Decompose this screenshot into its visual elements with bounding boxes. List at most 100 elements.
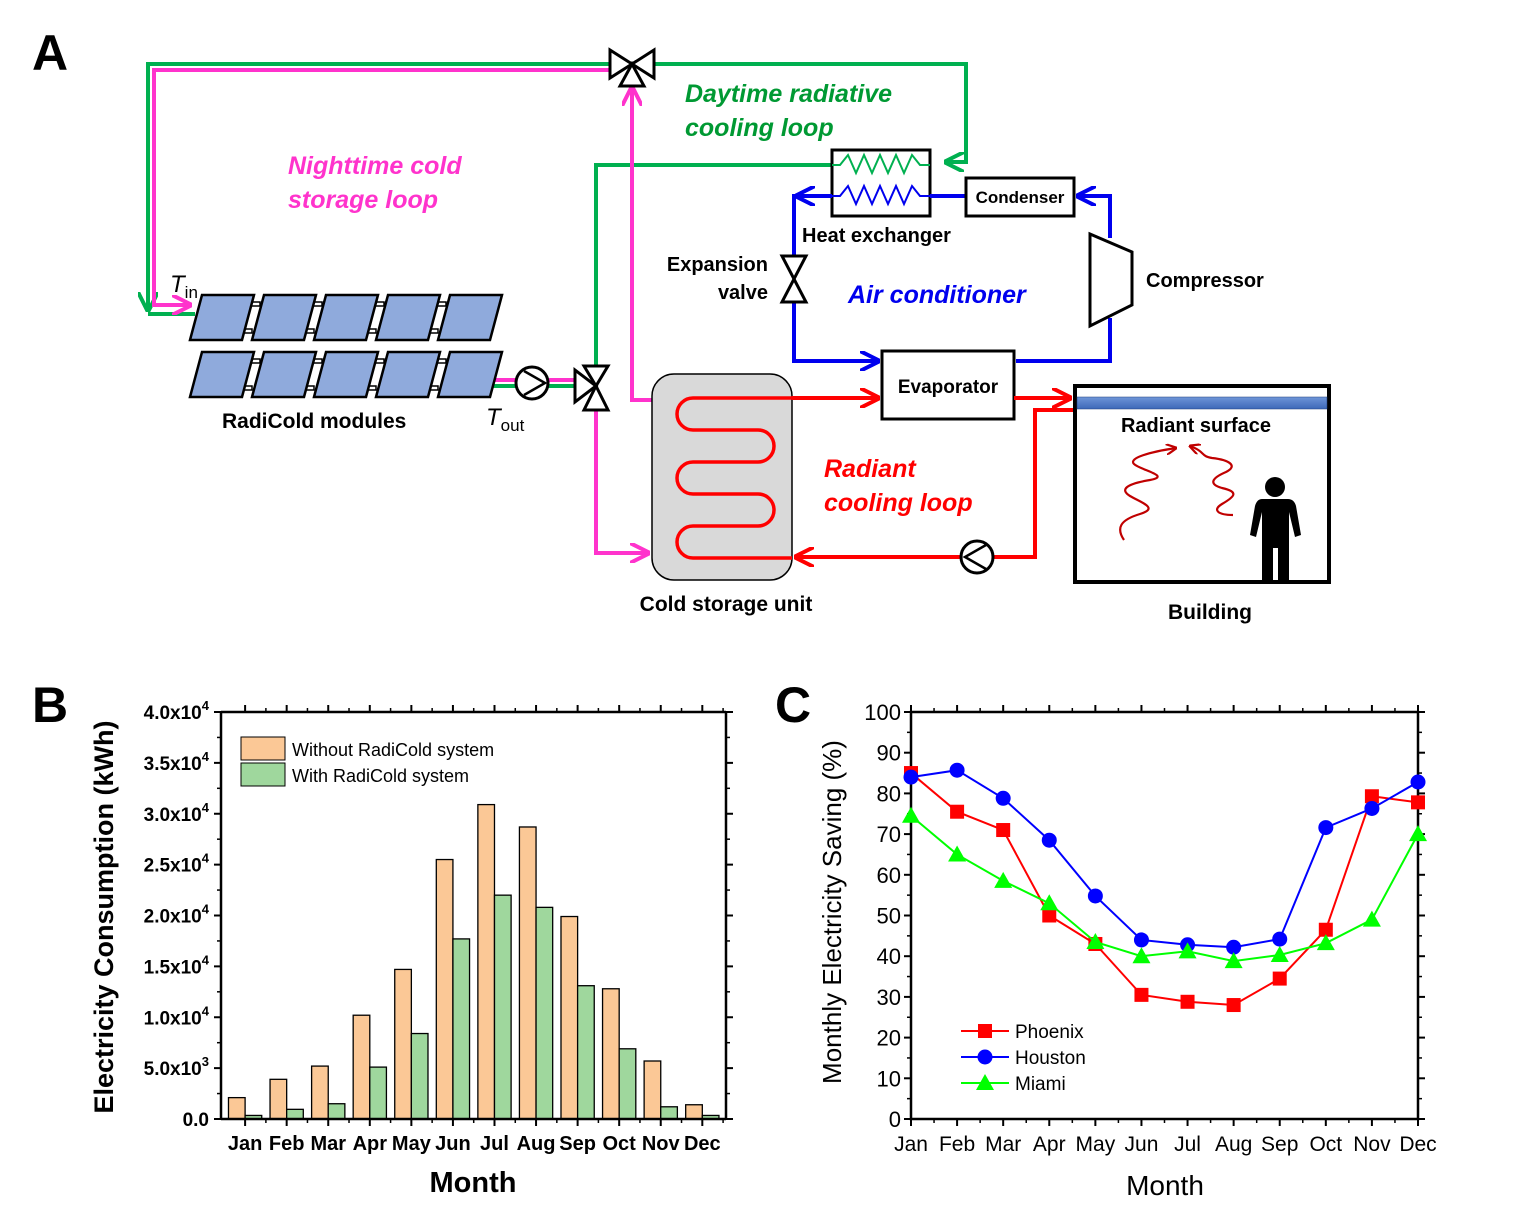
x-tick-label: Feb xyxy=(939,1133,975,1156)
legend-label-houston: Houston xyxy=(1015,1048,1086,1069)
y-tick-label: 60 xyxy=(877,863,901,888)
y-tick-label: 0 xyxy=(889,1107,901,1132)
radicold-module-panel xyxy=(312,350,380,399)
nighttime-loop-pipes xyxy=(152,68,654,553)
building-label: Building xyxy=(1168,601,1252,624)
x-tick-label: Mar xyxy=(985,1133,1021,1156)
three-way-valve-bottom xyxy=(573,364,611,412)
blue-pipe-valve-to-evap xyxy=(792,302,878,361)
data-point-phoenix xyxy=(1364,789,1379,804)
x-tick-label: Jan xyxy=(228,1133,262,1155)
blue-pipe-hx-to-valve xyxy=(792,194,832,255)
red-pipe-building-return xyxy=(994,408,1074,559)
radiant-loop-label-1: Radiant xyxy=(824,455,917,483)
building: Radiant surface xyxy=(1073,384,1331,584)
series-phoenix xyxy=(904,766,1425,1013)
bar-with-jun xyxy=(452,938,471,1120)
bar-without-jun xyxy=(435,858,454,1120)
x-tick-label: Jun xyxy=(435,1133,471,1155)
data-point-miami xyxy=(1362,910,1381,927)
panel-c: C Monthly Electricity Saving (%) Month 0… xyxy=(775,677,1437,1201)
x-tick-label: Oct xyxy=(1309,1133,1342,1156)
bar-with-jul xyxy=(493,894,512,1120)
series-miami xyxy=(902,806,1427,969)
bar-with-aug xyxy=(535,906,554,1120)
y-tick-label: 100 xyxy=(864,700,901,725)
data-point-phoenix xyxy=(1180,994,1195,1009)
bar-with-may xyxy=(410,1032,429,1120)
bar-with-sep xyxy=(576,985,595,1120)
nighttime-loop-label-1: Nighttime cold xyxy=(288,152,462,180)
y-tick-label: 80 xyxy=(877,781,901,806)
y-tick-label: 4.0x104 xyxy=(144,698,210,724)
x-tick-label: Apr xyxy=(1033,1133,1066,1156)
data-point-houston xyxy=(1087,888,1103,904)
data-point-miami xyxy=(1132,947,1151,964)
x-tick-label: May xyxy=(392,1133,432,1155)
evaporator-label: Evaporator xyxy=(898,377,999,398)
bar-without-oct xyxy=(601,988,620,1120)
heat-exchanger-label: Heat exchanger xyxy=(802,225,951,247)
heat-wave-left xyxy=(1119,448,1176,541)
radicold-module-panel xyxy=(374,293,442,342)
bar-without-nov xyxy=(643,1060,662,1120)
green-pipe-top-right xyxy=(655,62,968,162)
daytime-loop-label-2: cooling loop xyxy=(685,114,834,142)
data-point-houston xyxy=(949,762,965,778)
chart-b-xlabel: Month xyxy=(430,1167,517,1199)
data-point-houston xyxy=(1272,931,1288,947)
chart-c-ylabel: Monthly Electricity Saving (%) xyxy=(817,740,847,1084)
legend-label-miami: Miami xyxy=(1015,1074,1066,1095)
x-tick-label: Dec xyxy=(684,1133,721,1155)
x-tick-label: Nov xyxy=(1353,1133,1391,1156)
daytime-loop-label-1: Daytime radiative xyxy=(685,80,892,108)
blue-pipe-comp-to-cond xyxy=(1078,196,1112,238)
three-way-valve-top xyxy=(608,47,656,88)
y-tick-label: 40 xyxy=(877,944,901,969)
y-tick-label: 90 xyxy=(877,741,901,766)
x-tick-label: Aug xyxy=(517,1133,556,1155)
t-out-label: Tout xyxy=(486,404,525,435)
series-line-phoenix xyxy=(910,772,1419,1007)
y-tick-label: 3.5x104 xyxy=(144,749,210,775)
radicold-module-panel xyxy=(436,293,504,342)
t-in-label: Tin xyxy=(170,271,198,302)
radiant-surface-label: Radiant surface xyxy=(1121,415,1271,437)
pink-pipe-top xyxy=(152,68,610,305)
x-tick-label: Jul xyxy=(480,1133,509,1155)
panel-c-letter: C xyxy=(775,677,811,733)
radicold-module-panel xyxy=(374,350,442,399)
heat-wave-right xyxy=(1190,446,1235,517)
series-line-houston xyxy=(910,769,1419,949)
data-point-phoenix xyxy=(996,823,1011,838)
data-point-houston xyxy=(1318,820,1334,836)
data-point-houston xyxy=(995,790,1011,806)
radicold-module-panel xyxy=(312,293,380,342)
x-tick-label: Mar xyxy=(310,1133,346,1155)
data-point-phoenix xyxy=(1318,922,1333,937)
radicold-module-panel xyxy=(250,350,318,399)
data-point-phoenix xyxy=(1134,987,1149,1002)
evaporator: Evaporator xyxy=(880,349,1016,421)
y-tick-label: 0.0 xyxy=(183,1110,209,1131)
cold-storage-unit xyxy=(651,373,878,581)
bar-with-apr xyxy=(369,1066,388,1120)
y-tick-label: 2.5x104 xyxy=(144,851,210,877)
expansion-valve xyxy=(779,254,809,304)
bar-with-nov xyxy=(660,1106,679,1120)
chart-c-xlabel: Month xyxy=(1126,1170,1204,1201)
legend-label-with: With RadiCold system xyxy=(292,766,469,786)
series-houston xyxy=(903,762,1426,955)
bar-with-mar xyxy=(327,1103,346,1120)
legend-marker-miami xyxy=(976,1074,994,1090)
data-point-phoenix xyxy=(950,804,965,819)
condenser: Condenser xyxy=(964,176,1076,218)
y-tick-label: 20 xyxy=(877,1026,901,1051)
panel-b-letter: B xyxy=(32,677,68,733)
x-tick-label: Aug xyxy=(1215,1133,1252,1156)
x-tick-label: May xyxy=(1076,1133,1116,1156)
